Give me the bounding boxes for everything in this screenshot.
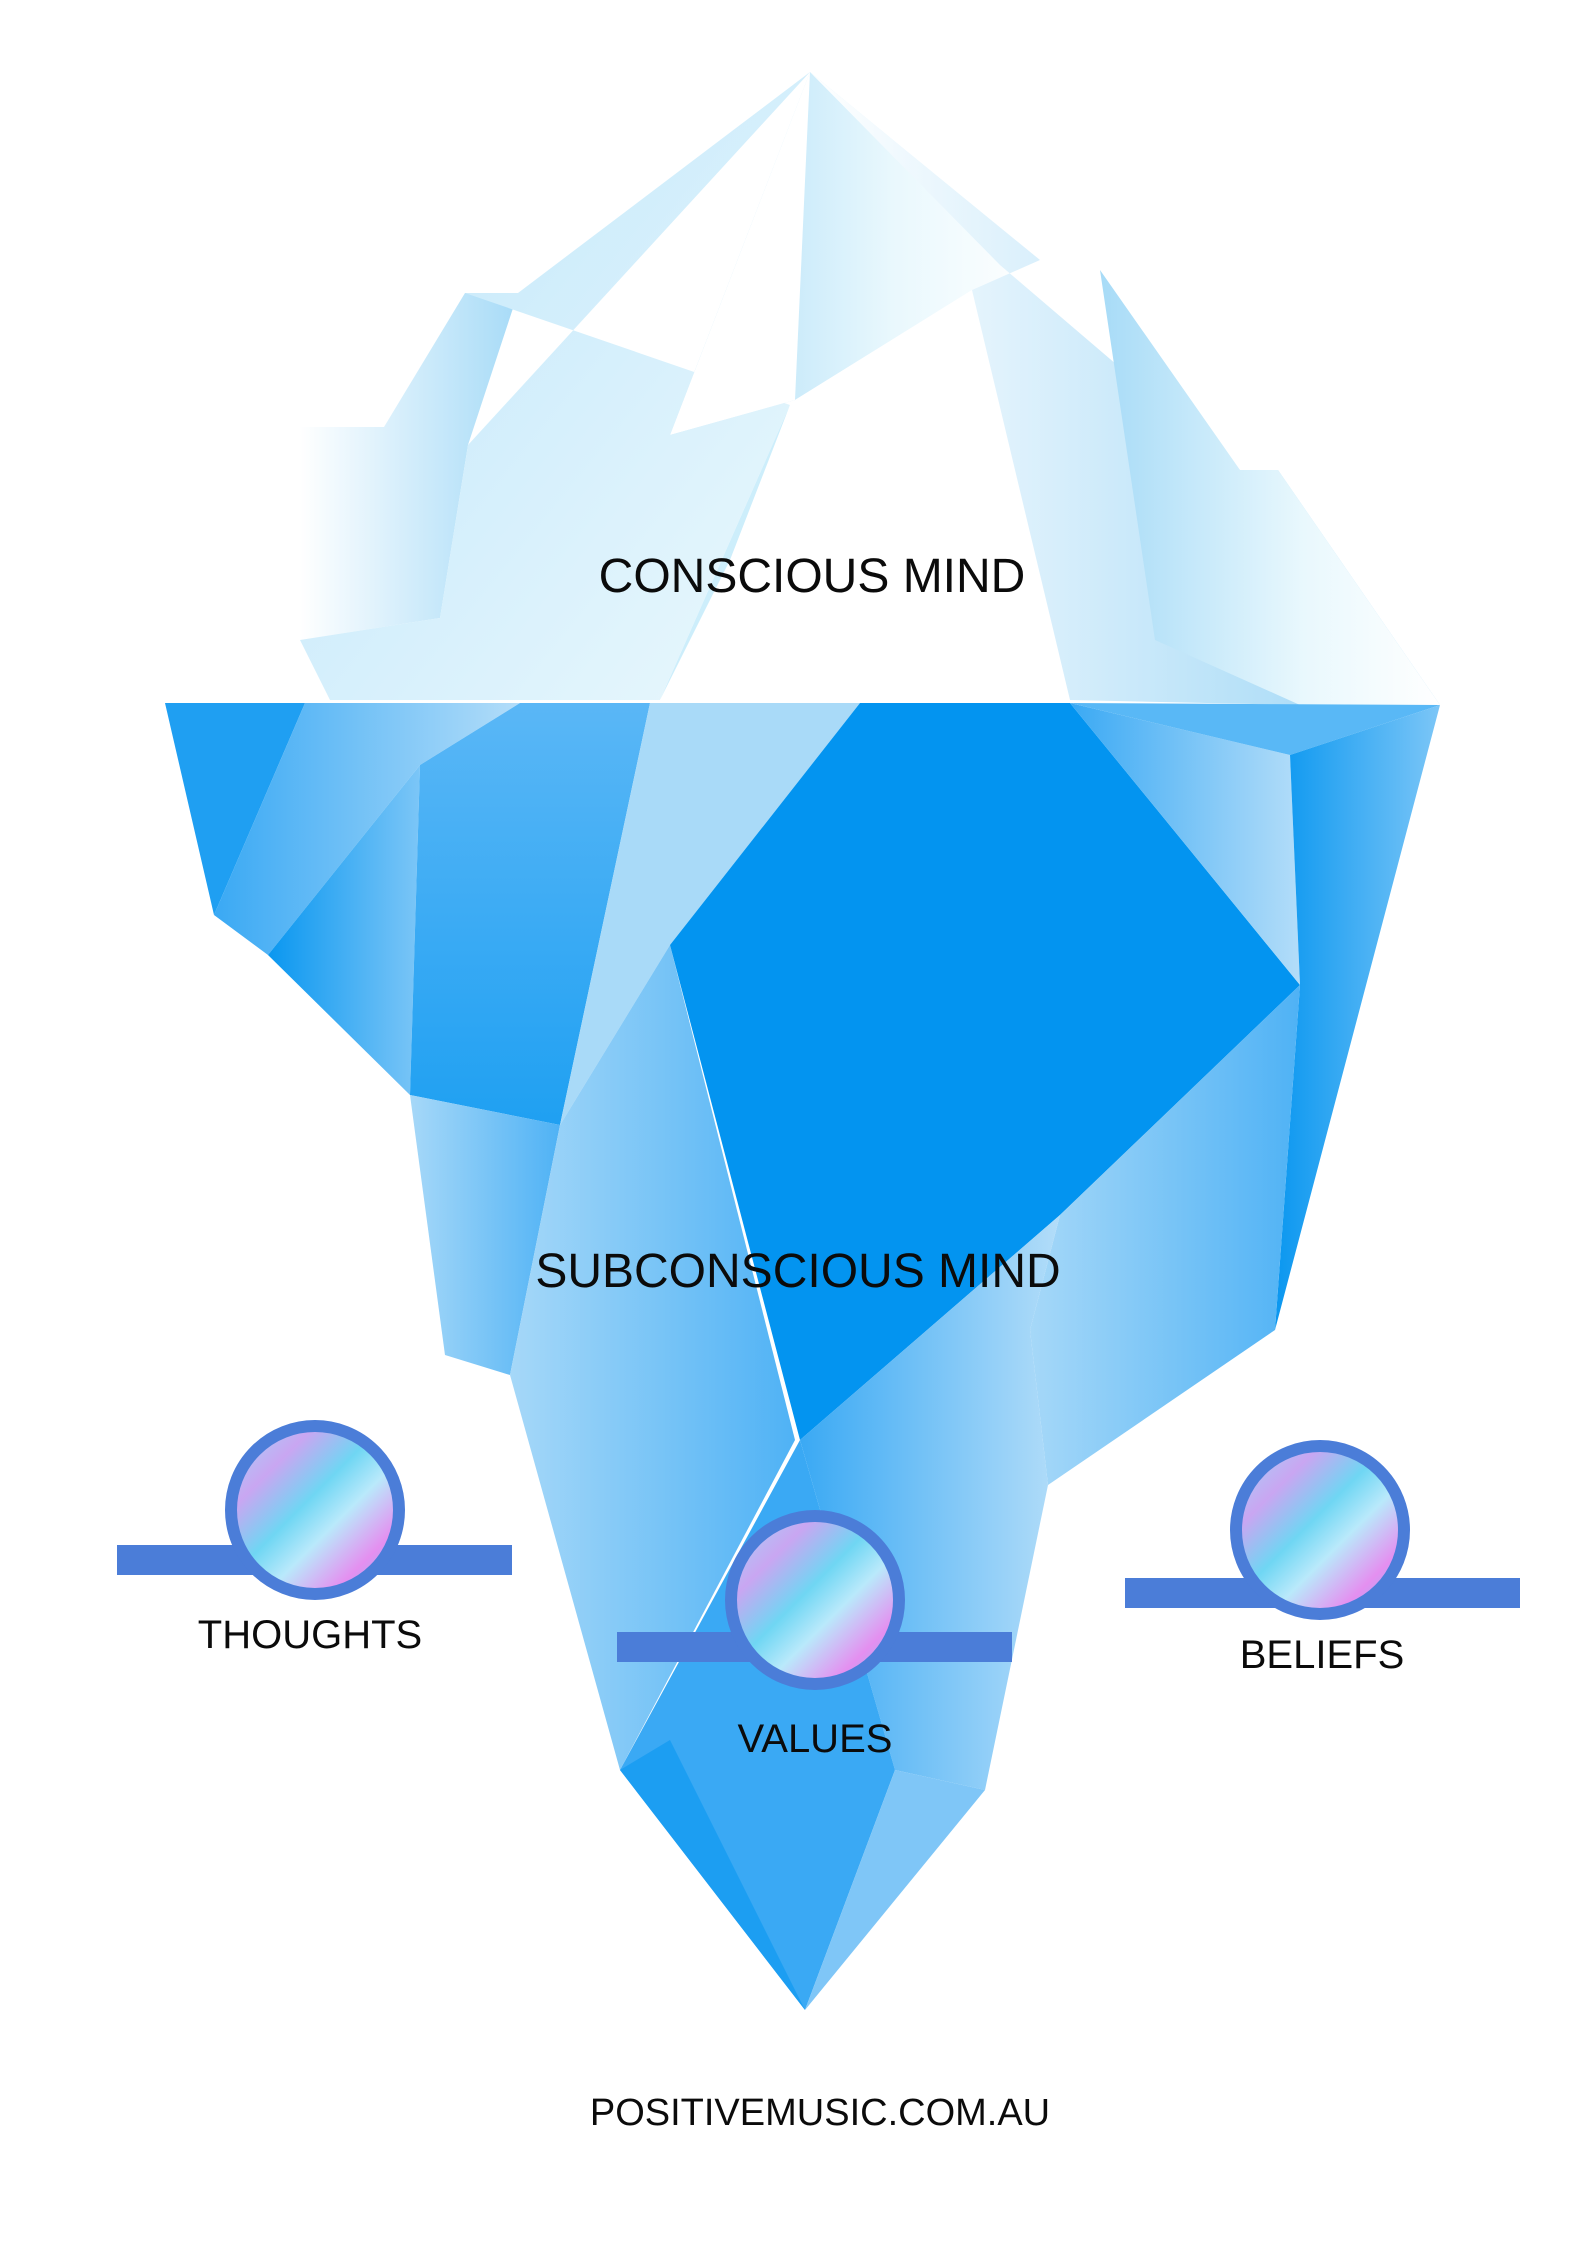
thoughts-label: THOUGHTS [198,1613,422,1657]
iceberg-underwater-facet [805,1770,985,2010]
iceberg-underwater-facet [214,703,520,955]
iceberg-underwater-facet [1030,985,1300,1485]
marker-thoughts: THOUGHTS [117,1420,512,1657]
iceberg-tip-facet [670,72,810,435]
iceberg-tip-facet [660,405,790,700]
subconscious-mind-label: SUBCONSCIOUS MIND [535,1245,1060,1298]
beliefs-label: BELIEFS [1240,1633,1405,1677]
iceberg-underwater-facet [560,703,860,1125]
iceberg-underwater-facet [410,703,650,1125]
iceberg-underwater-facet [1070,703,1300,985]
iceberg-tip-facet [300,72,810,700]
iceberg-underwater-facet [670,703,1300,1440]
marker-beliefs: BELIEFS [1125,1440,1520,1677]
iceberg-tip-facet [1100,270,1440,705]
iceberg-underwater-facet [410,1095,560,1375]
iceberg-underwater-facet [1070,703,1440,755]
iceberg-tip-facet [300,293,518,640]
iceberg-underwater-facet [1275,705,1440,1330]
iceberg-tip-facet [660,405,1070,700]
iceberg-tip [300,72,1440,705]
footer-url: POSITIVEMUSIC.COM.AU [590,2092,1050,2134]
conscious-mind-label: CONSCIOUS MIND [599,550,1026,603]
marker-values: VALUES [617,1510,1012,1761]
iceberg-underwater-facet [268,765,420,1095]
iceberg-underwater [165,703,1440,2010]
orb [225,1420,405,1600]
iceberg-underwater-facet [620,1740,805,2010]
orb [725,1510,905,1690]
orb [1230,1440,1410,1620]
iceberg-underwater-facet [165,703,305,915]
values-label: VALUES [738,1717,893,1761]
iceberg-underwater-facet [510,945,795,1770]
